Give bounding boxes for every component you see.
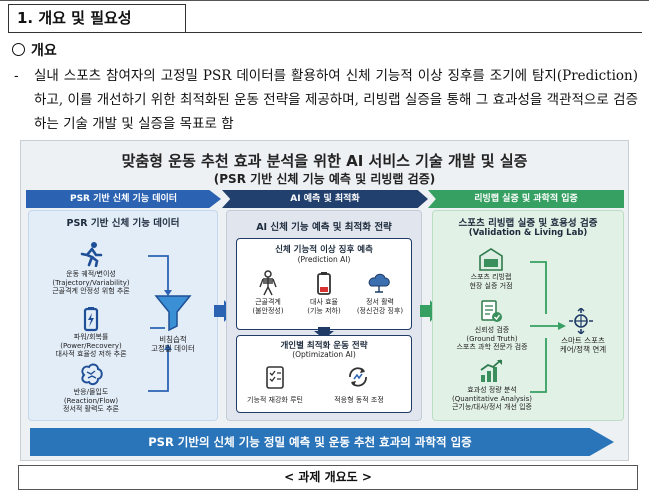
dash-bullet: -: [14, 68, 19, 84]
right-item-3-l2: (Quantitative Analysis): [451, 394, 533, 403]
left-item-2-l2: (Power/Recovery): [60, 341, 122, 350]
overview-heading: 개요: [12, 40, 57, 60]
right-item-3-l3: 근기능/대사/정서 개선 입증: [451, 403, 532, 411]
left-item-1-l1: 운동 궤적/변이성: [66, 270, 116, 278]
left-item-3: 반응/몰입도 (Reaction/Flow) 정서적 활력도 추론: [36, 388, 146, 414]
pred-item-2-l2: (기능 저하): [307, 306, 341, 315]
verification-icon: [481, 300, 502, 322]
left-item-3-l1: 반응/몰입도: [73, 388, 109, 396]
pred-item-1-l2: (불안정성): [252, 306, 284, 315]
right-item-1-l1: 스포츠 리빙랩: [470, 273, 512, 281]
section-underline: [186, 32, 642, 33]
brain-icon: [81, 363, 103, 386]
pred-item-1-l1: 근골격계: [255, 298, 281, 306]
funnel-label-l1: 비침습적: [159, 335, 187, 344]
right-item-2-l1: 신뢰성 검증: [474, 326, 510, 334]
panel-data: [28, 210, 218, 421]
overview-label: 개요: [31, 43, 57, 59]
right-end-l2: 케어/정책 연계: [559, 344, 607, 354]
funnel-label-l2: 고정밀 데이터: [151, 343, 195, 353]
figure-caption: < 과제 개요도 >: [18, 465, 638, 490]
left-item-2-l3: 대사적 효율성 저하 추론: [55, 350, 127, 358]
panel-data-title: PSR 기반 신체 기능 데이터: [66, 218, 180, 229]
right-item-3: 효과성 정량 분석 (Quantitative Analysis) 근기능/대사…: [440, 386, 544, 412]
right-item-3-l1: 효과성 정량 분석: [467, 386, 517, 394]
pred-item-3: 정서 활력 (정신건강 징후): [350, 298, 410, 315]
conclusion-text: PSR 기반의 신체 기능 정밀 예측 및 운동 추천 효과의 과학적 입증: [148, 435, 472, 449]
left-item-2: 파워/회복률 (Power/Recovery) 대사적 효율성 저하 추론: [36, 333, 146, 359]
skeleton-icon: [259, 270, 277, 296]
right-item-2-l3: 스포츠 과학 전문가 검증: [456, 343, 528, 351]
pred-item-3-l2: (정신건강 징후): [356, 306, 404, 315]
right-item-2-l2: (Ground Truth): [466, 334, 518, 343]
right-end-l1: 스마트 스포츠: [561, 336, 605, 345]
circle-bullet-icon: [12, 43, 25, 56]
header-livinglab: 리빙랩 실증 및 과학적 입증: [428, 190, 624, 208]
pred-item-2: 대사 효율 (기능 저하): [300, 298, 348, 315]
pred-item-1: 근골격계 (불안정성): [244, 298, 292, 315]
right-item-1-l2: 현장 실증 거점: [469, 281, 513, 290]
prediction-title: 신체 기능적 이상 징후 예측: [275, 245, 373, 255]
section-heading: 1. 개요 및 필요성: [8, 4, 186, 33]
optimization-subtitle: (Optimization AI): [292, 350, 356, 359]
low-battery-icon: [317, 272, 331, 295]
left-item-2-l1: 파워/회복률: [73, 333, 109, 341]
header-data: PSR 기반 신체 기능 데이터: [26, 190, 221, 208]
optimization-box: [236, 335, 412, 413]
runner-icon: [80, 242, 103, 267]
right-end-label: 스마트 스포츠 케어/정책 연계: [554, 336, 612, 354]
paragraph-text: 실내 스포츠 참여자의 고정밀 PSR 데이터를 활용하여 신체 기능적 이상 …: [34, 68, 638, 132]
pred-item-2-l1: 대사 효율: [310, 298, 338, 306]
left-item-1-l3: 근골격계 안정성 위험 추론: [52, 287, 130, 295]
gym-building-icon: [479, 248, 503, 271]
opt-item-1: 기능적 재강화 루틴: [247, 396, 303, 404]
battery-icon: [83, 307, 99, 332]
funnel-label: 비침습적 고정밀 데이터: [140, 335, 206, 353]
pred-item-3-l1: 정서 활력: [366, 298, 394, 306]
diagram-title: 맞춤형 운동 추천 효과 분석을 위한 AI 서비스 기술 개발 및 실증: [121, 152, 528, 170]
checklist-icon: [266, 366, 284, 389]
panel-livinglab: [432, 210, 624, 421]
optimization-title: 개인별 최적화 운동 전략: [280, 341, 368, 351]
panel-ai-title: AI 신체 기능 예측 및 최적화 전략: [256, 222, 392, 233]
top-rule: [0, 0, 649, 3]
diagram-subtitle: (PSR 기반 신체 기능 예측 및 리빙랩 검증): [213, 172, 436, 186]
adaptive-cycle-icon: [349, 367, 367, 387]
left-item-1-l2: (Trajectory/Variability): [52, 278, 130, 287]
network-globe-icon: [569, 308, 593, 334]
right-connector-lines: [530, 261, 566, 393]
arrow-down-icon: [314, 327, 334, 339]
right-item-2: 신뢰성 검증 (Ground Truth) 스포츠 과학 전문가 검증: [444, 326, 540, 352]
header-ai: AI 예측 및 최적화: [222, 190, 428, 208]
panel-livinglab-title: 스포츠 리빙랩 실증 및 효용성 검증: [458, 218, 598, 229]
cloud-brain-icon: [368, 273, 390, 293]
left-item-3-l2: (Reaction/Flow): [63, 396, 119, 405]
conclusion-arrow-band: [30, 428, 614, 456]
panel-livinglab-subtitle: (Validation & Living Lab): [468, 228, 588, 238]
left-item-1: 운동 궤적/변이성 (Trajectory/Variability) 근골격계 …: [36, 270, 146, 296]
funnel-icon: [154, 295, 192, 332]
connector-lines: [148, 255, 172, 392]
growth-chart-icon: [480, 359, 502, 382]
left-item-3-l3: 정서적 활력도 추론: [63, 405, 119, 413]
right-item-1: 스포츠 리빙랩 현장 실증 거점: [448, 273, 534, 290]
opt-item-2: 적응형 동적 조정: [334, 396, 384, 404]
prediction-subtitle: (Prediction AI): [297, 255, 351, 264]
